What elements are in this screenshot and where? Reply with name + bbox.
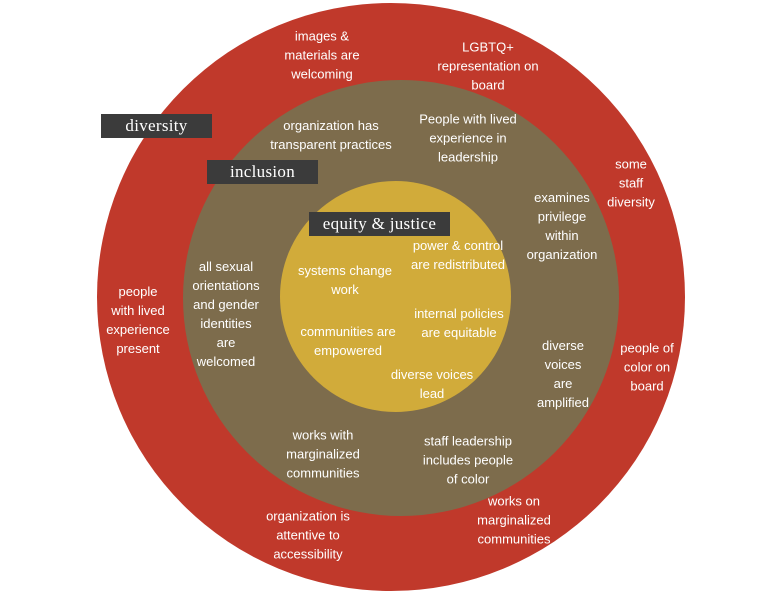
- inclusion-item-lived-leadership: People with lived experience in leadersh…: [419, 111, 517, 165]
- equity-justice-tag: equity & justice: [309, 212, 450, 236]
- inclusion-item-voices-amplified: diverse voices are amplified: [536, 338, 590, 410]
- inclusion-item-staff-leadership: staff leadership includes people of colo…: [422, 433, 514, 487]
- inclusion-item-transparent: organization has transparent practices: [270, 118, 392, 152]
- equity-item-systems-change: systems change work: [298, 263, 392, 297]
- diversity-tag: diversity: [101, 114, 212, 138]
- inclusion-item-sexual-orientations: all sexual orientations and gender ident…: [192, 259, 260, 369]
- diversity-item-lived-experience: people with lived experience present: [106, 284, 170, 356]
- diversity-item-images-materials: images & materials are welcoming: [284, 28, 360, 82]
- equity-item-diverse-voices-lead: diverse voices lead: [390, 367, 474, 401]
- diversity-item-people-of-color-board: people of color on board: [620, 340, 674, 394]
- equity-item-power-control: power & control are redistributed: [411, 238, 505, 272]
- inclusion-item-examines-privilege: examines privilege within organization: [526, 190, 598, 262]
- equity-item-communities-empowered: communities are empowered: [300, 324, 396, 358]
- inclusion-item-works-with-marginalized: works with marginalized communities: [286, 427, 360, 481]
- diversity-item-accessibility: organization is attentive to accessibili…: [266, 508, 350, 562]
- inclusion-tag: inclusion: [207, 160, 318, 184]
- diversity-item-staff-diversity: some staff diversity: [607, 156, 655, 210]
- diversity-item-works-on-marginalized: works on marginalized communities: [477, 493, 551, 547]
- equity-item-internal-policies: internal policies are equitable: [414, 306, 504, 340]
- diversity-item-lgbtq-board: LGBTQ+ representation on board: [437, 39, 539, 93]
